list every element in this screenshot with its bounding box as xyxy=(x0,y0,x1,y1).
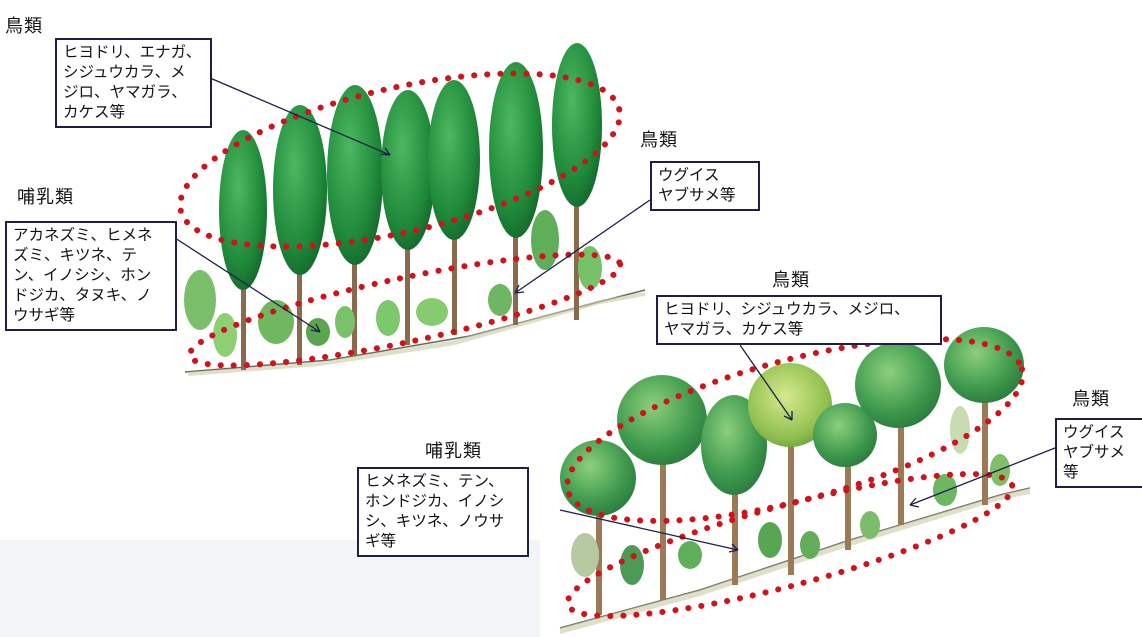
species-line: ウグイス xyxy=(658,166,720,184)
broadleaf-tree xyxy=(748,363,832,575)
birds-heading-broadleaf-upper: 鳥類 xyxy=(772,270,810,291)
species-box-broadleaf-birds-lower: ウグイス ヤブサメ 等 xyxy=(1055,418,1142,488)
broadleaf-tree xyxy=(944,327,1024,505)
broadleaf-tree xyxy=(813,403,877,550)
species-line: 等 xyxy=(1063,463,1079,481)
broadleaf-tree xyxy=(617,375,707,600)
birds-heading-conifer-lower: 鳥類 xyxy=(640,130,678,151)
species-line: シジュウカラ、メ xyxy=(63,63,186,81)
coniferous-forest xyxy=(177,43,646,376)
conifer-tree xyxy=(381,90,435,345)
broadleaf-forest xyxy=(559,327,1031,634)
species-line: ウサギ等 xyxy=(13,306,76,324)
species-box-broadleaf-mammals: ヒメネズミ、テン、 ホンドジカ、イノシ シ、キツネ、ノウサ ギ等 xyxy=(357,467,529,557)
species-line: ヤマガラ、カケス等 xyxy=(664,320,804,338)
understory-zone-outline xyxy=(564,471,1016,619)
broadleaf-tree xyxy=(701,395,767,585)
species-line: アカネズミ、ヒメネ xyxy=(13,226,153,244)
species-line: ウグイス xyxy=(1063,423,1125,441)
species-line: ズミ、キツネ、テ xyxy=(13,246,138,264)
understory-zone-outline xyxy=(186,251,624,369)
conifer-tree xyxy=(428,80,480,335)
species-line: ドジカ、タヌキ、ノ xyxy=(13,286,152,304)
species-line: ヤブサメ xyxy=(1063,443,1126,461)
species-line: カケス等 xyxy=(63,103,126,121)
conifer-tree xyxy=(273,105,327,365)
mammals-heading-broadleaf: 哺乳類 xyxy=(425,441,482,462)
species-box-conifer-birds-upper: ヒヨドリ、エナガ、 シジュウカラ、メ ジロ、ヤマガラ、 カケス等 xyxy=(55,38,212,128)
species-box-conifer-birds-lower: ウグイス ヤブサメ等 xyxy=(650,161,760,211)
species-line: ヤブサメ等 xyxy=(658,186,736,204)
pointer-lines xyxy=(174,77,1056,553)
species-line: ジロ、ヤマガラ、 xyxy=(63,83,187,101)
species-box-broadleaf-birds-upper: ヒヨドリ、シジュウカラ、メジロ、 ヤマガラ、カケス等 xyxy=(656,295,942,345)
canopy-zone-outline xyxy=(564,336,1026,524)
conifer-tree xyxy=(219,130,267,370)
species-line: ヒヨドリ、シジュウカラ、メジロ、 xyxy=(664,300,910,318)
species-line: ヒメネズミ、テン、 xyxy=(365,472,504,490)
conifer-tree xyxy=(327,85,383,355)
mammals-heading-conifer: 哺乳類 xyxy=(17,187,74,208)
birds-heading-broadleaf-lower: 鳥類 xyxy=(1072,389,1110,410)
species-box-conifer-mammals: アカネズミ、ヒメネ ズミ、キツネ、テ ン、イノシシ、ホン ドジカ、タヌキ、ノ ウ… xyxy=(5,221,177,331)
species-line: ン、イノシシ、ホン xyxy=(13,266,152,284)
species-line: ギ等 xyxy=(365,532,397,550)
broadleaf-tree xyxy=(855,342,941,525)
species-line: ヒヨドリ、エナガ、 xyxy=(63,43,202,61)
species-line: ホンドジカ、イノシ xyxy=(365,492,505,510)
broadleaf-tree xyxy=(560,440,636,615)
birds-heading-conifer-upper: 鳥類 xyxy=(5,16,43,37)
canopy-zone-outline xyxy=(177,70,623,250)
species-line: シ、キツネ、ノウサ xyxy=(365,512,505,530)
